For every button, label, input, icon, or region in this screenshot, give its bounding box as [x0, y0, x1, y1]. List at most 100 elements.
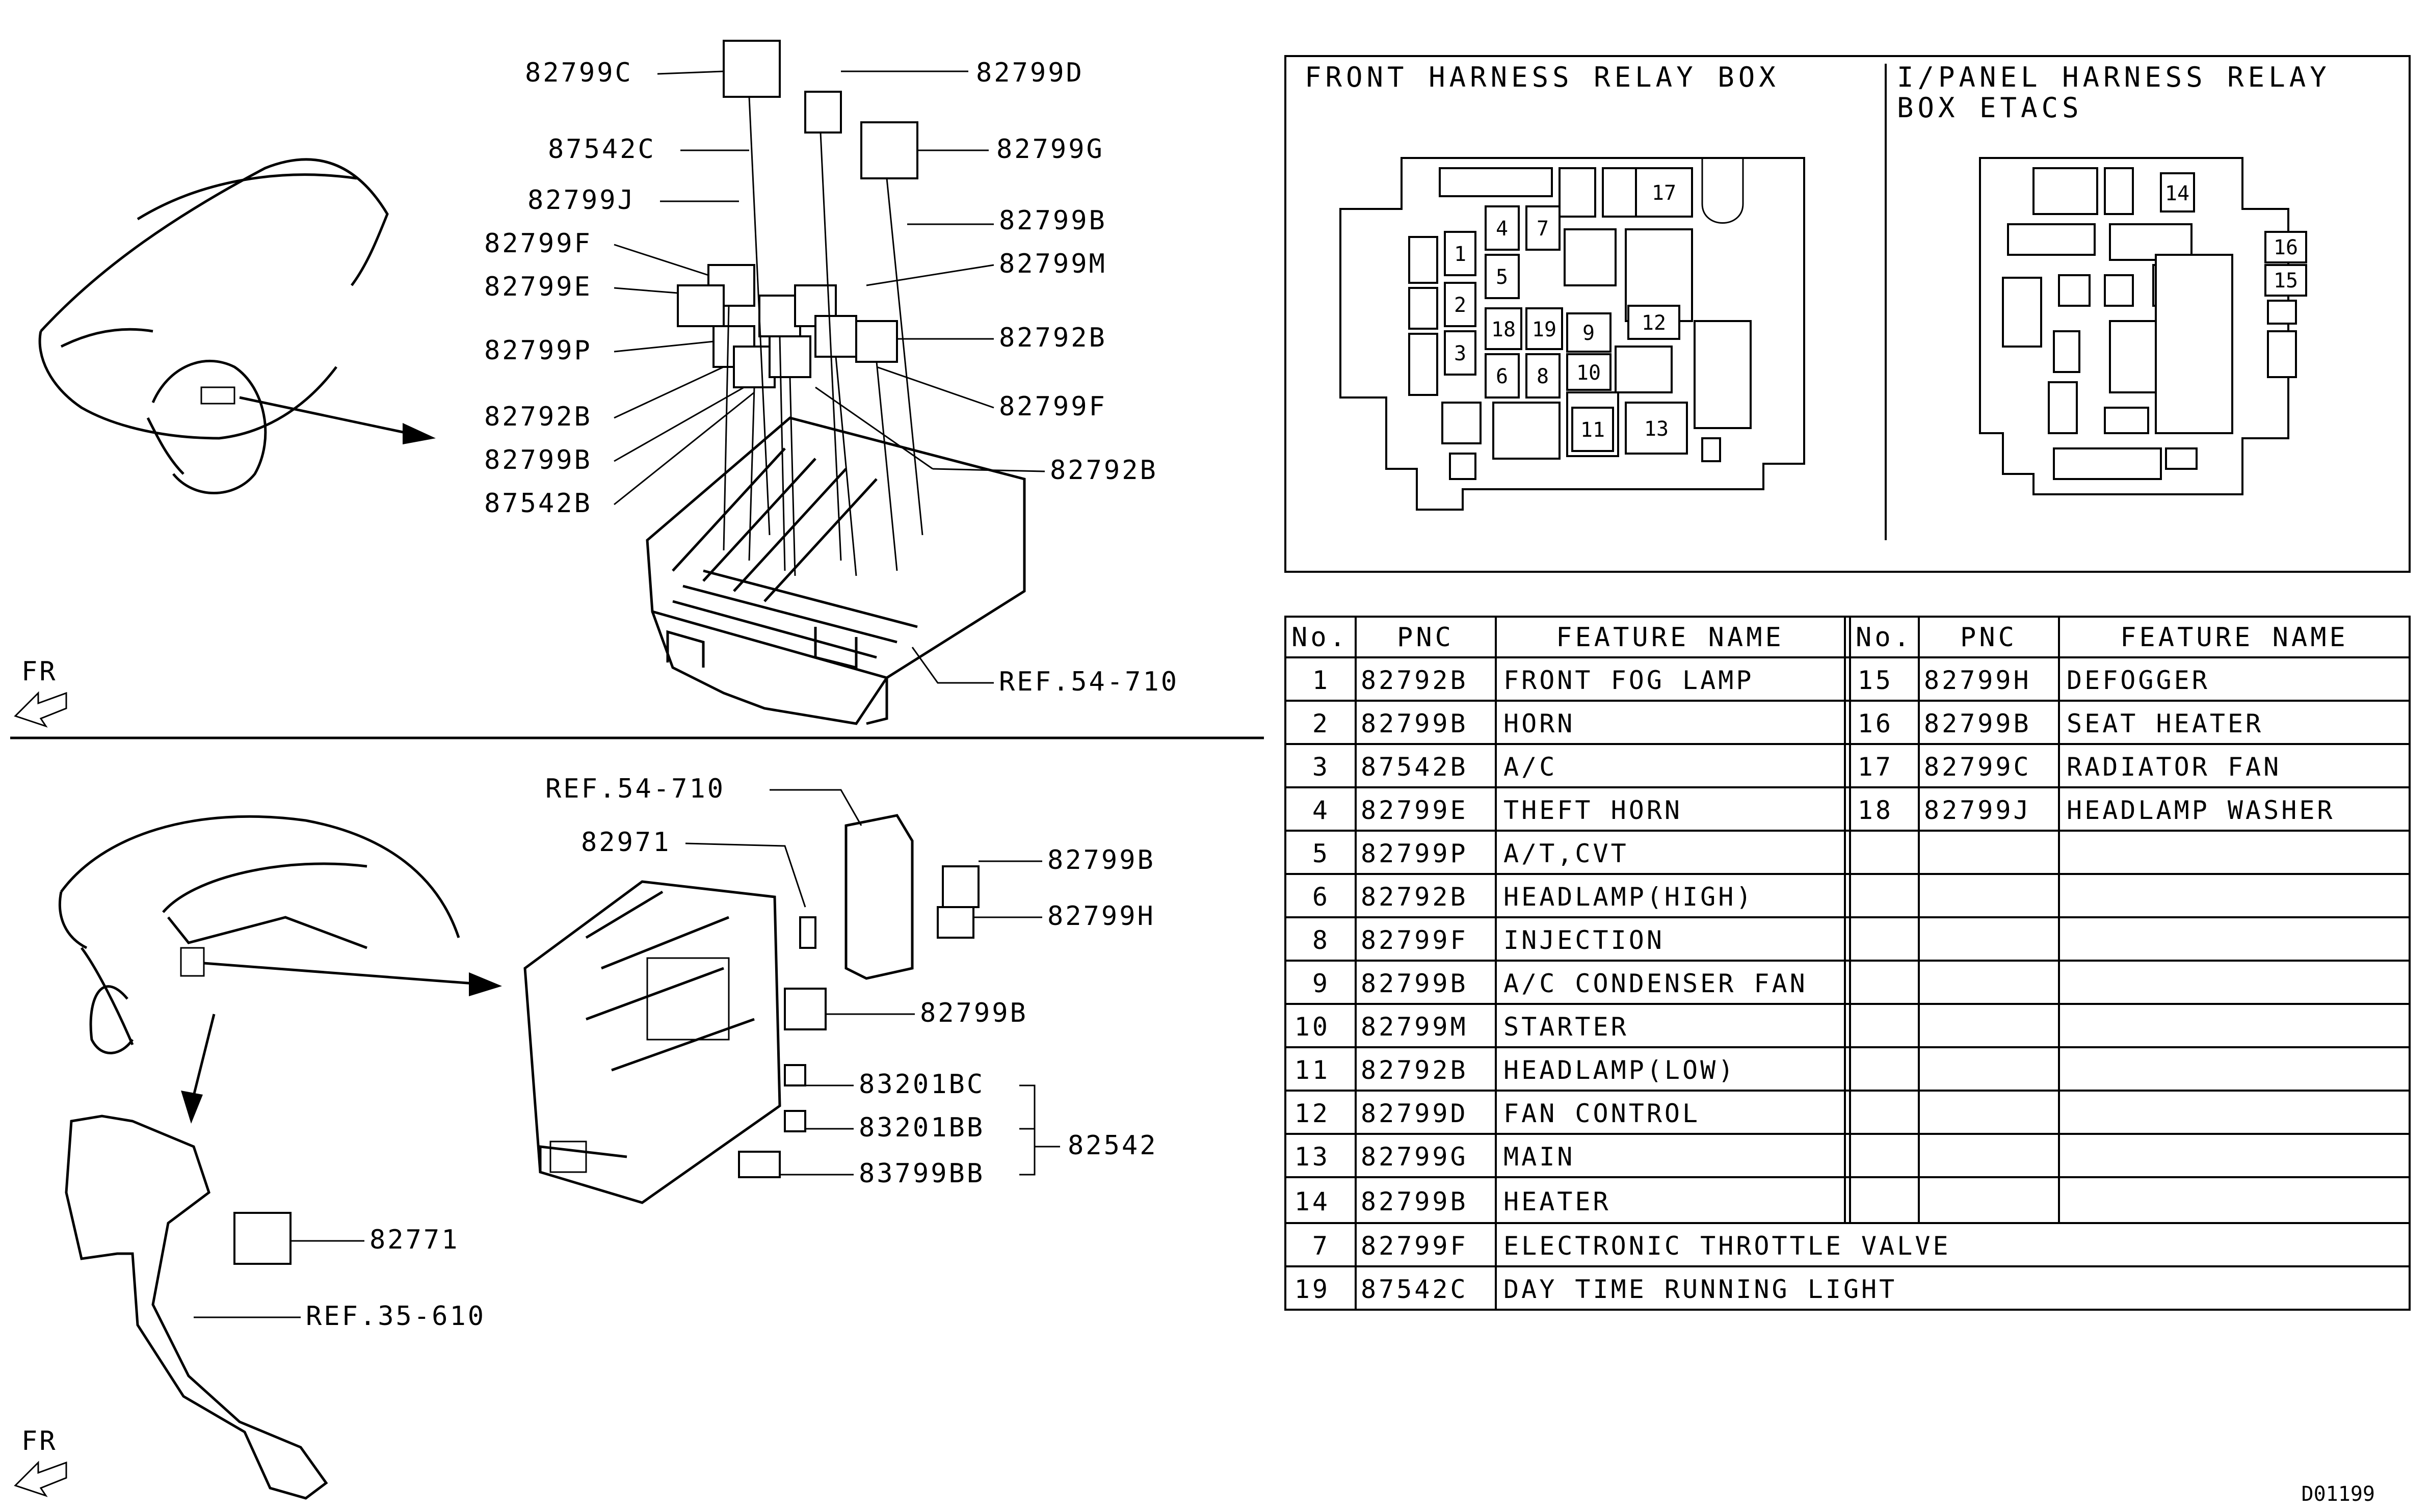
row-no: 4	[1312, 795, 1330, 825]
row-no: 14	[1295, 1187, 1330, 1216]
callout-ref-35-610: REF.35-610	[306, 1301, 486, 1332]
lower-pointer-arrow-right	[203, 962, 474, 985]
front-slot-1	[1444, 231, 1476, 276]
callout-83201BC: 83201BC	[859, 1069, 985, 1100]
row-feature: FRONT FOG LAMP	[1503, 666, 1754, 695]
row-no: 12	[1295, 1099, 1330, 1128]
row-no: 3	[1312, 752, 1330, 782]
row-feature: HEATER	[1503, 1187, 1611, 1216]
fr-arrow-upper: FR	[14, 656, 67, 728]
callout-82792B-left: 82792B	[484, 402, 592, 432]
upper-car-illustration	[38, 158, 389, 494]
header-no-left: No.	[1291, 622, 1349, 653]
callout-82799J: 82799J	[527, 185, 636, 216]
row-pnc: 82799E	[1361, 795, 1468, 825]
front-slot-9	[1566, 312, 1612, 353]
callout-82971: 82971	[581, 827, 671, 858]
ipanel-relay-slots	[2002, 167, 2297, 480]
front-slot-numbers: 1 2 3 4 5 6 7 8 9 10 11 12 13 17 18 19	[1444, 167, 1693, 455]
front-slot-4	[1485, 205, 1520, 251]
header-no-right: No.	[1856, 622, 1913, 653]
callout-82799F-right: 82799F	[999, 391, 1107, 422]
callout-82799M: 82799M	[999, 249, 1107, 279]
row-pnc: 82799D	[1361, 1099, 1468, 1128]
front-relay-box-body	[646, 416, 1026, 725]
table-row: 10 82799M STARTER	[1295, 1012, 1626, 1042]
callout-ref-54-710-upper: REF.54-710	[999, 667, 1179, 697]
front-slot-19	[1525, 307, 1563, 350]
front-slot-4-label: 4	[1496, 217, 1508, 241]
upper-callouts: 82799C 82799D 87542C 82799G 82799J 82799…	[484, 58, 1179, 697]
row-feature: A/C	[1503, 752, 1557, 782]
row-feature: ELECTRONIC THROTTLE VALVE	[1503, 1231, 1951, 1261]
header-pnc-left: PNC	[1397, 622, 1454, 653]
callout-82799D: 82799D	[976, 58, 1084, 88]
callout-87542B: 87542B	[484, 488, 592, 519]
row-feature: A/T,CVT	[1503, 839, 1629, 868]
row-feature: A/C CONDENSER FAN	[1503, 969, 1808, 998]
table-row: 16 82799B SEAT HEATER	[1858, 709, 2261, 738]
row-pnc: 82799J	[1924, 795, 2031, 825]
pedal-bracket	[65, 1115, 328, 1500]
callout-82792B-lower-right: 82792B	[1050, 455, 1158, 486]
front-slot-13	[1625, 402, 1688, 455]
front-slot-2	[1444, 282, 1476, 327]
table-row: 19 87542C DAY TIME RUNNING LIGHT	[1295, 1275, 1894, 1304]
row-pnc: 87542C	[1361, 1275, 1468, 1304]
row-pnc: 82799B	[1924, 709, 2031, 738]
front-slot-5	[1485, 254, 1520, 299]
row-no: 10	[1295, 1012, 1330, 1042]
table-row: 1 82792B FRONT FOG LAMP	[1312, 666, 1754, 695]
diagram-code: D01199	[2302, 1482, 2375, 1506]
table-row: 4 82799E THEFT HORN	[1312, 795, 1682, 825]
table-row: 14 82799B HEATER	[1295, 1187, 1611, 1216]
callout-82771: 82771	[369, 1225, 460, 1255]
row-pnc: 82799B	[1361, 969, 1468, 998]
upper-arrow-head	[403, 423, 436, 444]
front-slot-17-label: 17	[1652, 181, 1676, 205]
ipanel-slot-16-label: 16	[2274, 236, 2298, 259]
row-feature: HEADLAMP(LOW)	[1503, 1055, 1736, 1085]
row-pnc: 82799B	[1361, 1187, 1468, 1216]
front-relay-box-outline	[1339, 157, 1805, 511]
front-slot-11-label: 11	[1580, 418, 1605, 442]
table-row: 12 82799D FAN CONTROL	[1295, 1099, 1700, 1128]
row-feature: MAIN	[1503, 1142, 1575, 1172]
front-slot-3	[1444, 330, 1476, 376]
callout-83201BB: 83201BB	[859, 1112, 985, 1143]
row-no: 8	[1312, 925, 1330, 955]
table-row: 8 82799F INJECTION	[1312, 925, 1665, 955]
row-no: 16	[1858, 709, 1893, 738]
front-slot-8	[1525, 353, 1561, 399]
row-feature: RADIATOR FAN	[2067, 752, 2281, 782]
callout-82799P: 82799P	[484, 335, 592, 366]
front-slot-6-label: 6	[1496, 365, 1508, 388]
row-feature: THEFT HORN	[1503, 795, 1682, 825]
row-pnc: 82799C	[1924, 752, 2031, 782]
front-slot-18-label: 18	[1491, 318, 1516, 341]
row-pnc: 82799M	[1361, 1012, 1468, 1042]
callout-82792B-right: 82792B	[999, 323, 1107, 353]
table-row: 2 82799B HORN	[1312, 709, 1573, 738]
fr-arrow-icon	[14, 691, 67, 728]
ipanel-harness-title-2: BOX ETACS	[1897, 92, 2083, 124]
row-no: 15	[1858, 666, 1893, 695]
front-slot-11	[1571, 407, 1614, 452]
callout-82799B-lower: 82799B	[920, 998, 1028, 1028]
front-slot-19-label: 19	[1532, 318, 1556, 341]
row-pnc: 82799F	[1361, 1231, 1468, 1261]
table-grid-lines	[1285, 617, 2410, 1310]
front-slot-1-label: 1	[1454, 243, 1466, 266]
front-slot-2-label: 2	[1454, 294, 1466, 317]
row-feature: FAN CONTROL	[1503, 1099, 1700, 1128]
row-feature: INJECTION	[1503, 925, 1665, 955]
upper-relays	[677, 40, 918, 388]
fr-arrow-lower: FR	[14, 1426, 67, 1497]
row-no: 9	[1312, 969, 1330, 998]
lower-pointer-arrow-down	[192, 1014, 216, 1096]
lower-car-illustration	[58, 815, 460, 1054]
row-no: 13	[1295, 1142, 1330, 1172]
row-pnc: 82799B	[1361, 709, 1468, 738]
row-pnc: 82799F	[1361, 925, 1468, 955]
table-row: 3 87542B A/C	[1312, 752, 1557, 782]
